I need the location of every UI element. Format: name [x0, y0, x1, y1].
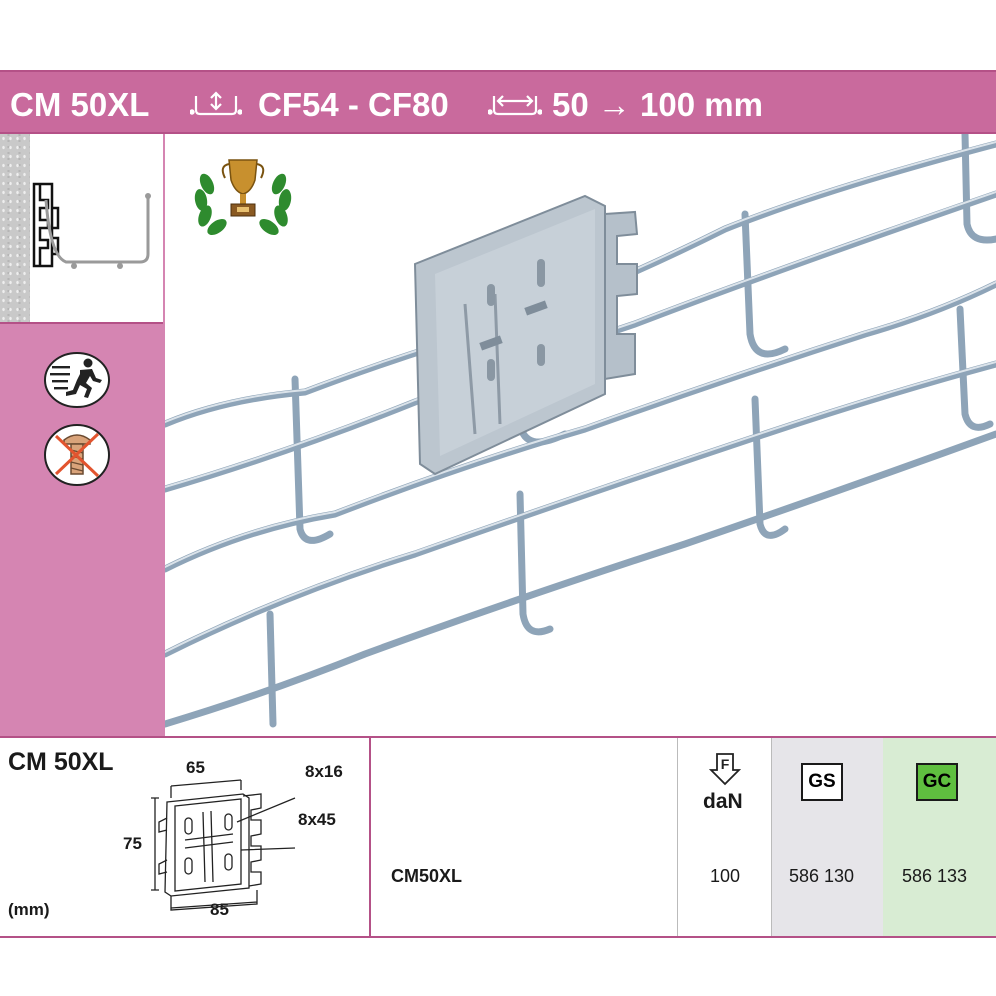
bracket-dimension-drawing: [151, 779, 296, 911]
dim-height-label: 75: [123, 834, 142, 853]
hole-large-label: 8x45: [298, 810, 336, 829]
dimension-cell: CM 50XL 65 8x16 8x45 75 85 (mm): [0, 738, 371, 936]
load-value: 100: [710, 866, 741, 886]
dim-width-label: 65: [186, 758, 205, 777]
finish-gs-cell: GS 586 130: [772, 738, 883, 936]
finish-gc-cell: GC 586 133: [883, 738, 996, 936]
finish-gs-code: GS: [808, 771, 836, 792]
tray-range-icon: [190, 91, 242, 116]
wall-mount-diagram: [0, 134, 163, 324]
hole-small-label: 8x16: [305, 762, 343, 781]
tray-width-icon: [488, 95, 542, 116]
finish-gs-badge: GS: [801, 763, 843, 801]
unit-label: (mm): [8, 900, 50, 919]
no-screw-icon: [44, 424, 110, 486]
spec-table: CM 50XL 65 8x16 8x45 75 85 (mm): [0, 736, 996, 938]
load-icon-letter: F: [721, 756, 730, 772]
load-unit: daN: [703, 790, 743, 813]
finish-gs-ref: 586 130: [789, 866, 855, 886]
trophy-laurel-icon: [194, 159, 292, 235]
header-width-range: 50 → 100 mm: [552, 86, 763, 123]
fast-install-icon: [44, 352, 110, 408]
product-image: [165, 134, 996, 736]
wall-texture: [0, 134, 30, 322]
finish-gc-ref: 586 133: [902, 866, 968, 886]
wall-mount-icon: [32, 182, 151, 269]
finish-gc-code: GC: [922, 771, 952, 792]
bracket-plate: [413, 194, 639, 476]
finish-gc-badge: GC: [916, 763, 958, 801]
header-product: CM 50XL: [10, 86, 150, 123]
wire-tray-illustration: [165, 134, 996, 728]
reference-value: CM50XL: [391, 866, 463, 886]
reference-cell: CM50XL: [371, 738, 678, 936]
header-range: CF54 - CF80: [258, 86, 449, 123]
spec-product: CM 50XL: [8, 748, 114, 776]
load-cell: F daN 100: [678, 738, 772, 936]
load-arrow-icon: F: [709, 753, 741, 786]
header-band: CM 50XL CF54 - CF80 50 → 100 mm: [0, 70, 996, 134]
